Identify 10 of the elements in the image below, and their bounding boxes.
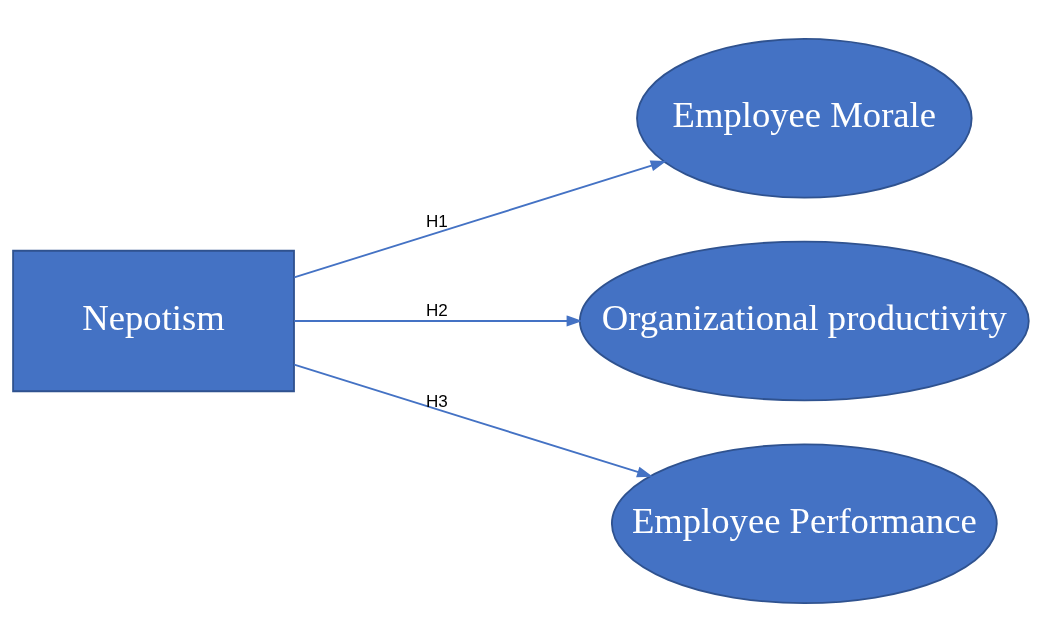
node-ellipse: Employee Morale [636,37,973,199]
arrow [293,315,583,327]
node-ellipse: Employee Performance [610,443,998,605]
node-ellipse: Organizational productivity [579,240,1030,402]
node-box: Nepotism [12,249,295,393]
arrow [293,160,667,279]
edge-label: H3 [425,391,448,411]
arrow [293,363,653,478]
edge-label: H1 [425,212,448,232]
edge-label: H2 [425,301,448,321]
